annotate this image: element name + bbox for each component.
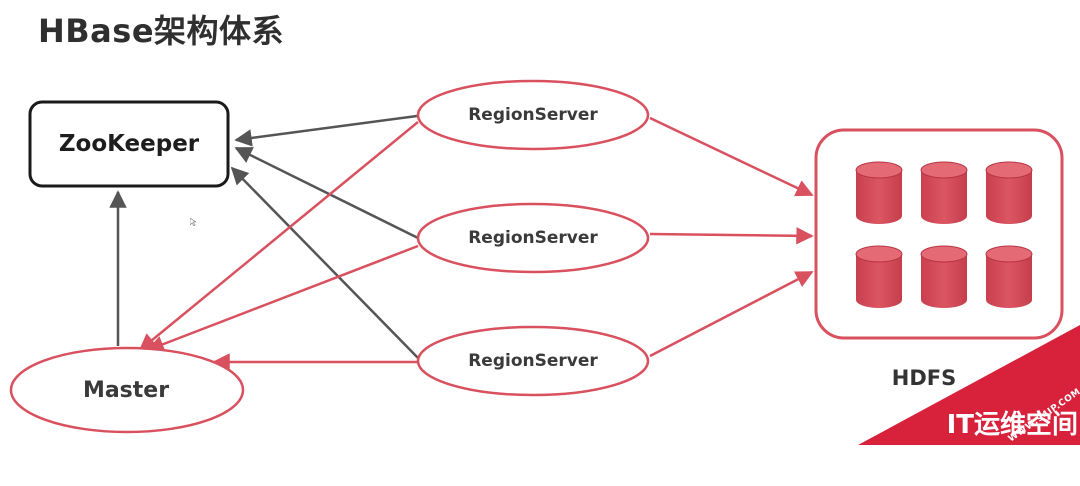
region-server-2-label: RegionServer: [468, 228, 598, 248]
arrow-rs3-to-zookeeper: [230, 166, 421, 361]
hdfs-cylinder: [855, 245, 903, 308]
region-server-1-label: RegionServer: [468, 105, 598, 125]
region-server-3-ellipse: [416, 325, 650, 397]
page-title: HBase架构体系: [38, 12, 285, 50]
arrow-rs1-to-master: [138, 121, 419, 352]
watermark-corner: [858, 325, 1080, 445]
zookeeper-label: ZooKeeper: [58, 131, 200, 157]
arrow-rs1-to-zookeeper: [234, 114, 418, 147]
arrow-rs2-to-master: [146, 244, 419, 353]
region-server-1-ellipse: [416, 79, 650, 151]
hdfs-cylinder: [920, 161, 968, 224]
region-server-2-ellipse: [416, 202, 650, 274]
watermark-brand: IT运维空间: [946, 410, 1078, 440]
arrow-rs2-to-hdfs: [649, 227, 814, 245]
zookeeper-box: [28, 100, 230, 188]
master-label: Master: [82, 377, 170, 403]
region-server-3-label: RegionServer: [468, 351, 598, 371]
hdfs-cylinder: [855, 161, 903, 224]
mouse-cursor-icon: [190, 218, 196, 226]
arrow-rs2-to-zookeeper: [234, 146, 419, 240]
hdfs-cylinder: [920, 245, 968, 308]
diagram-canvas: [9, 79, 1080, 445]
arrow-rs1-to-hdfs: [649, 116, 814, 197]
arrow-rs3-to-hdfs: [649, 270, 814, 358]
hdfs-cylinder: [985, 161, 1033, 224]
master-ellipse: [9, 346, 245, 434]
hdfs-label: HDFS: [891, 366, 957, 390]
hbase-architecture-diagram: HBase架构体系 ZooKeeper RegionServer RegionS…: [9, 12, 1080, 445]
hdfs-storage-cylinders: [855, 161, 1033, 308]
hdfs-cylinder: [985, 245, 1033, 308]
